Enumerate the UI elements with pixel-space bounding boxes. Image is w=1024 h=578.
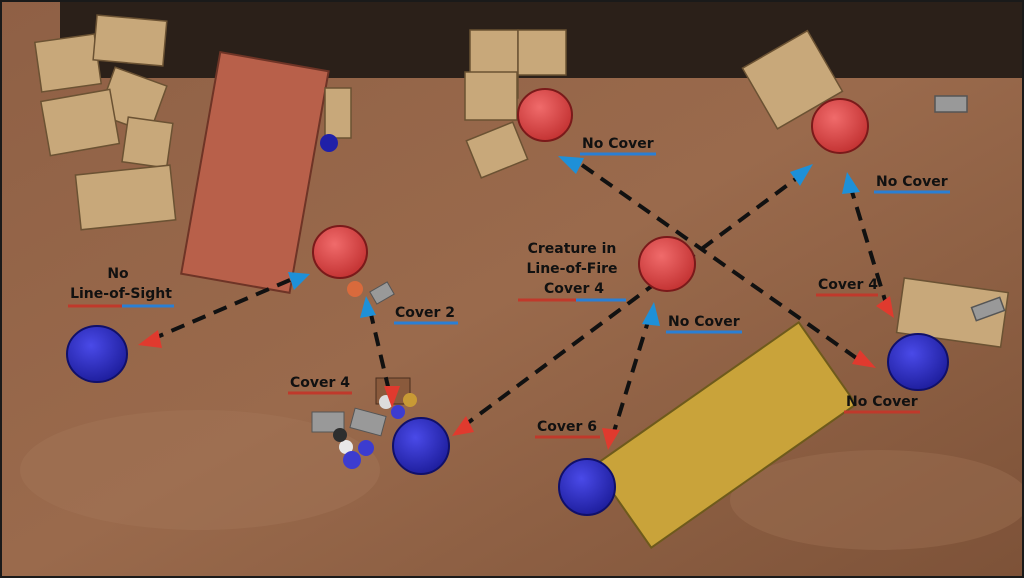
arrow-blue-topmid xyxy=(558,156,584,174)
enemy-token-top-mid[interactable] xyxy=(517,88,573,142)
terrain-patch xyxy=(20,410,380,530)
arrow-red-diagonal xyxy=(452,416,474,436)
arrow-blue-left xyxy=(288,272,310,290)
label-no-cover-mid: No Cover xyxy=(668,314,740,330)
label-creature-2: Line-of-Fire xyxy=(526,261,617,277)
enemy-token-top-right[interactable] xyxy=(811,98,869,154)
label-cover2: Cover 2 xyxy=(395,305,455,321)
ally-token-left[interactable] xyxy=(66,325,128,383)
labels: No Line-of-Sight Cover 2 Cover 4 Creatur… xyxy=(68,136,950,439)
label-cover4-left: Cover 4 xyxy=(290,375,350,391)
arrow-red-cover4 xyxy=(384,386,400,408)
label-creature-3: Cover 4 xyxy=(544,281,604,297)
arrow-blue-diagonal xyxy=(790,164,813,186)
label-no-cover-top: No Cover xyxy=(582,136,654,152)
label-cover4-right: Cover 4 xyxy=(818,277,878,293)
arrowheads xyxy=(138,156,894,450)
lines-of-fire xyxy=(149,163,890,439)
label-creature-1: Creature in xyxy=(528,241,617,257)
crate-stack-top-middle xyxy=(464,29,567,179)
crate-cover-right xyxy=(895,277,1010,348)
label-no-cover-bottom-right: No Cover xyxy=(846,394,918,410)
enemy-token-left[interactable] xyxy=(312,225,368,279)
arrow-blue-cover2 xyxy=(360,296,376,318)
arrow-blue-nocover-mid xyxy=(642,302,660,326)
arrow-red-left xyxy=(138,330,162,348)
arrow-blue-nocover-top xyxy=(842,172,860,194)
label-no-los-1: No xyxy=(107,266,129,282)
crate-stack-top-right xyxy=(741,29,968,130)
ally-token-right[interactable] xyxy=(887,333,949,391)
terrain-patch xyxy=(730,450,1024,550)
yellow-shipping-container xyxy=(592,320,858,550)
enemy-token-center[interactable] xyxy=(638,236,696,292)
arrow-red-cover6 xyxy=(602,428,620,450)
red-shipping-container xyxy=(180,50,352,294)
arrow-red-nocover-br xyxy=(852,350,876,368)
enemy-tokens xyxy=(312,88,869,292)
label-no-los-2: Line-of-Sight xyxy=(70,286,172,302)
arrow-red-cover4-right xyxy=(876,296,894,318)
label-no-cover-right: No Cover xyxy=(876,174,948,190)
crate-stack-top-left xyxy=(33,14,177,231)
ally-tokens xyxy=(66,325,949,516)
label-cover6: Cover 6 xyxy=(537,419,597,435)
ally-token-bottom-left[interactable] xyxy=(392,417,450,475)
ally-token-bottom-mid[interactable] xyxy=(558,458,616,516)
